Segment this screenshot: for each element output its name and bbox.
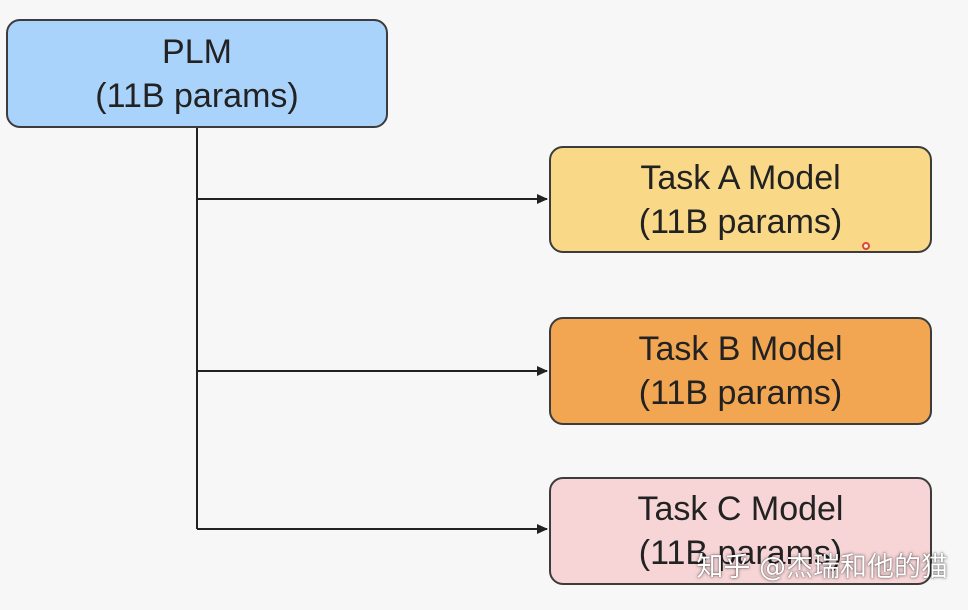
pointer-cursor-icon — [862, 242, 870, 250]
plm-node-title: PLM — [162, 32, 232, 71]
task-b-node: Task B Model (11B params) — [549, 317, 932, 425]
task-a-node-subtitle: (11B params) — [638, 202, 843, 241]
task-b-node-title: Task B Model — [638, 330, 843, 368]
watermark-text: 知乎 @杰瑞和他的猫 — [696, 552, 948, 583]
task-b-node-subtitle: (11B params) — [638, 374, 843, 412]
task-a-node-title: Task A Model — [640, 158, 841, 197]
task-c-node-title: Task C Model — [637, 490, 844, 528]
plm-node: PLM (11B params) — [6, 19, 388, 128]
task-c-node: Task C Model (11B params) — [549, 477, 932, 585]
plm-node-subtitle: (11B params) — [95, 76, 299, 115]
task-c-node-subtitle: (11B params) — [638, 534, 843, 572]
task-a-node: Task A Model (11B params) — [549, 146, 932, 253]
